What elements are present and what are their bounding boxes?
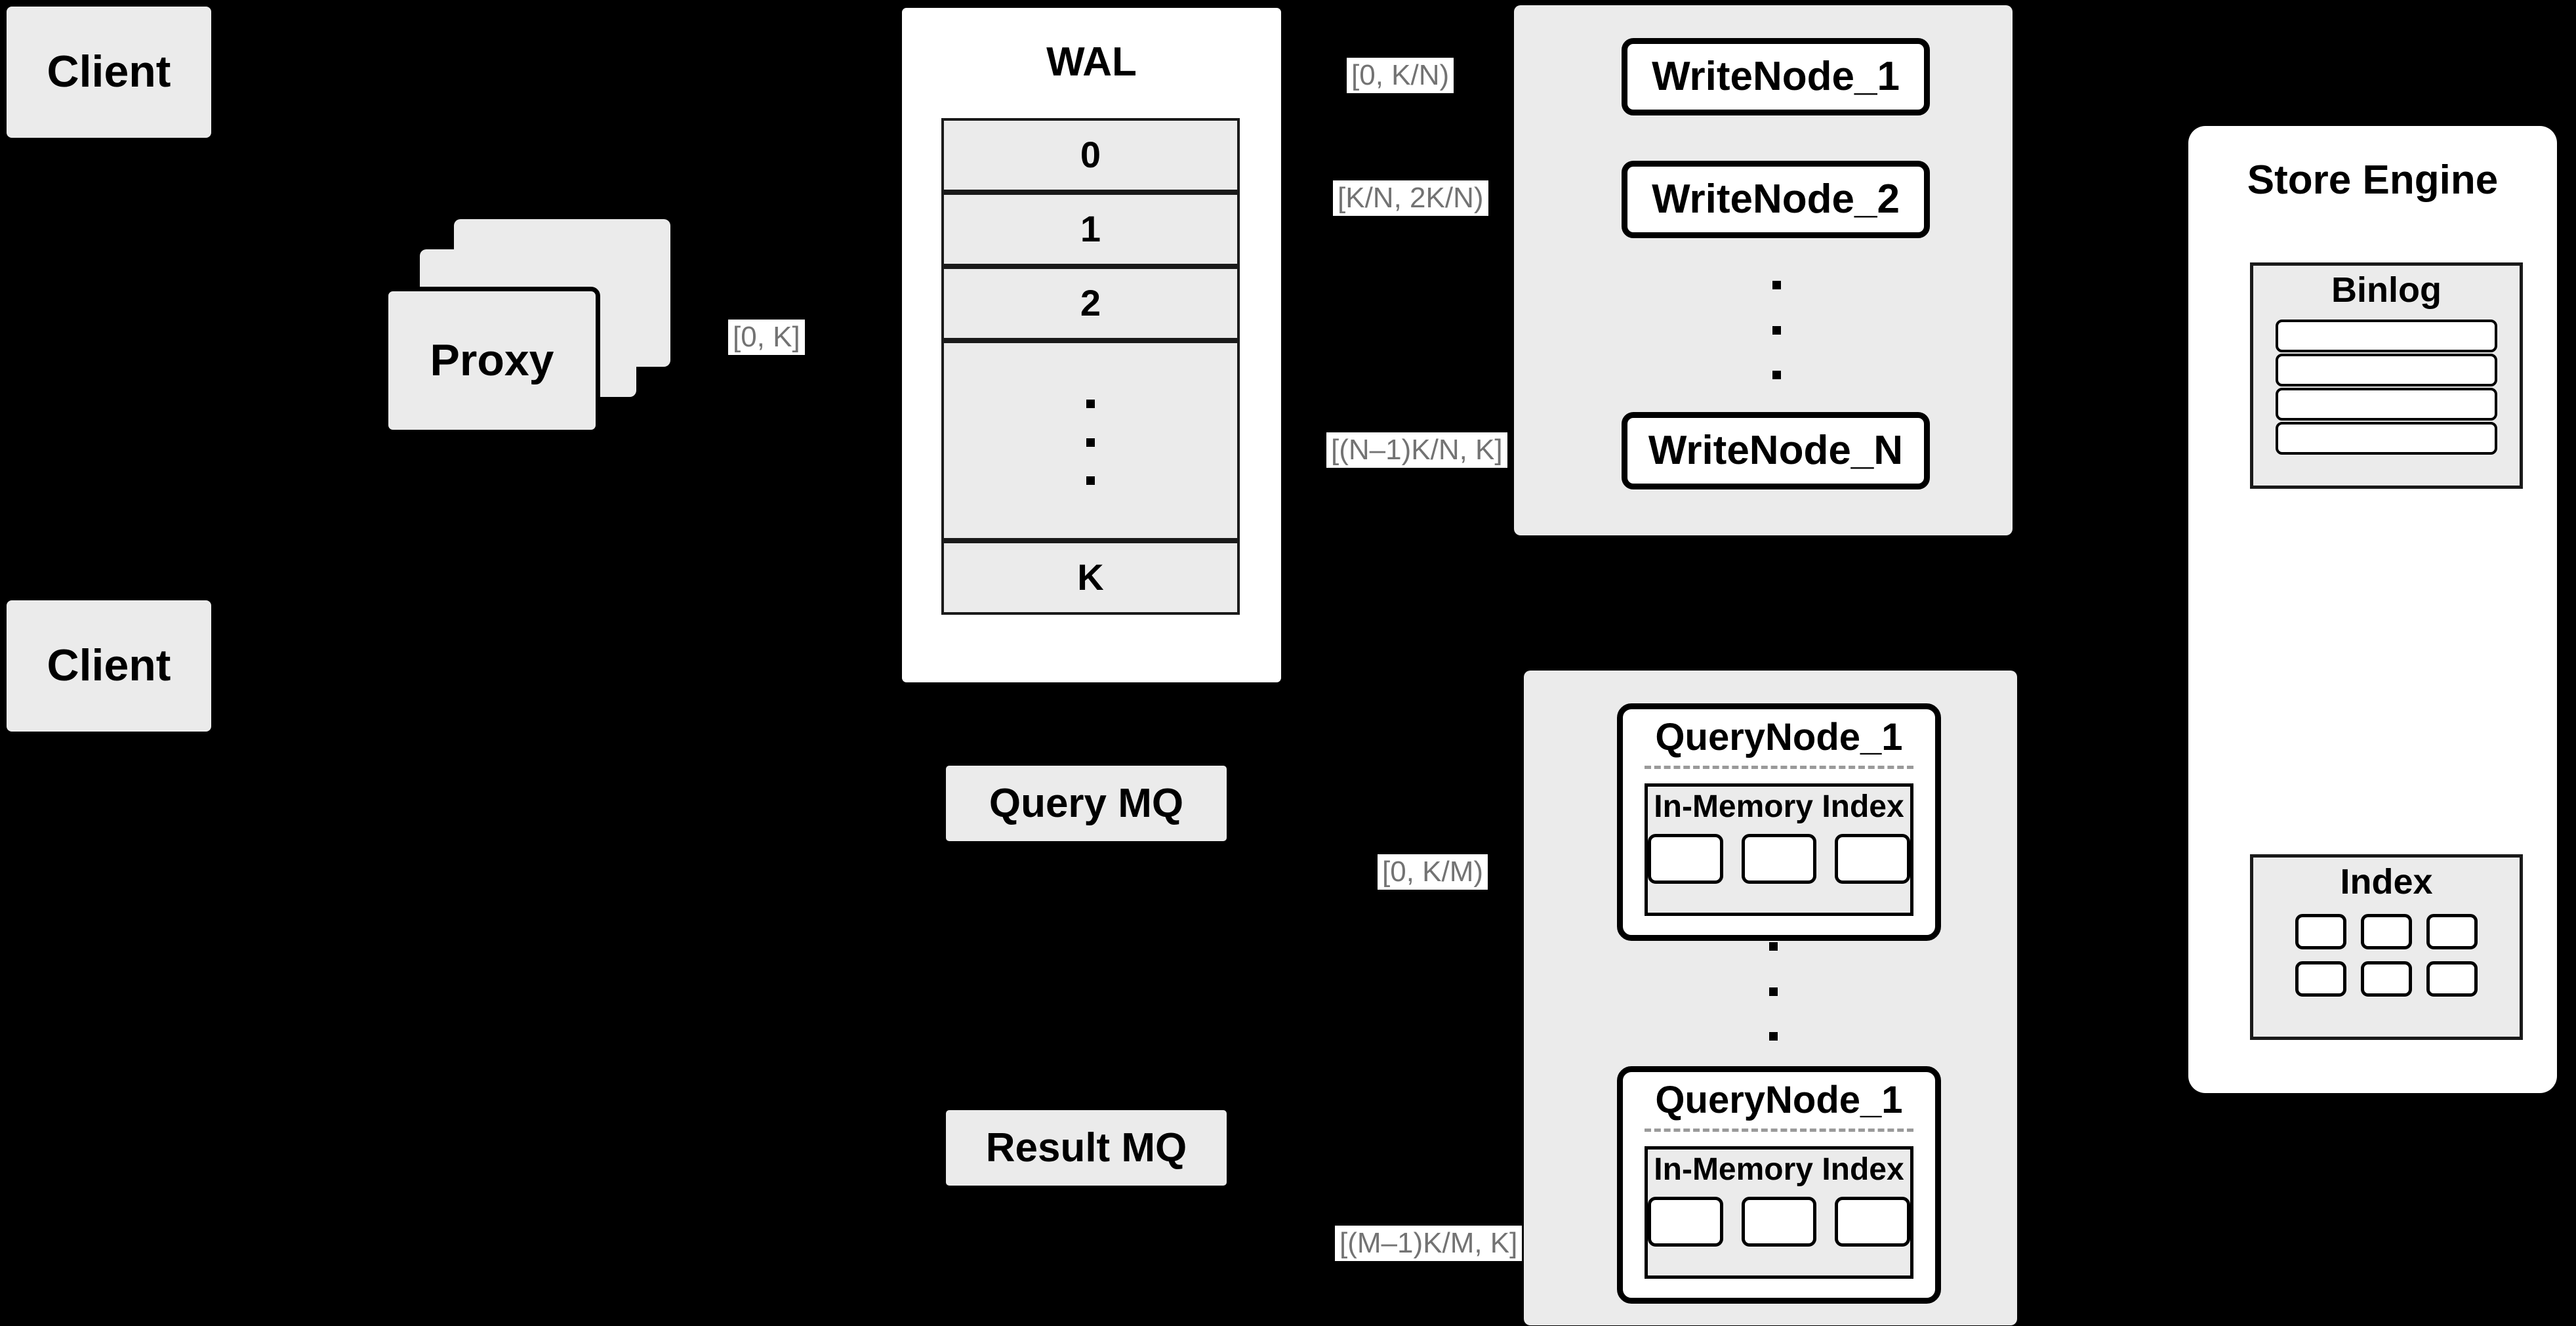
write-node-n[interactable]: WriteNode_N bbox=[1622, 412, 1930, 489]
query-mq-label: Query MQ bbox=[989, 780, 1184, 826]
query-node-m[interactable]: QueryNode_1 In-Memory Index bbox=[1617, 1066, 1941, 1304]
client-box-2[interactable]: Client bbox=[7, 600, 211, 732]
query-node-m-divider bbox=[1645, 1129, 1913, 1132]
index-slot bbox=[1648, 1197, 1723, 1247]
query-node-1-index-slots bbox=[1648, 834, 1911, 884]
index-grid-cell bbox=[2361, 914, 2412, 949]
edge-label-writenode-n: [(N–1)K/N, K] bbox=[1326, 432, 1507, 468]
binlog-row bbox=[2276, 320, 2497, 352]
proxy-label: Proxy bbox=[430, 335, 554, 385]
index-slot bbox=[1835, 1197, 1911, 1247]
client-box-1[interactable]: Client bbox=[7, 7, 211, 138]
index-title: Index bbox=[2340, 861, 2433, 901]
index-grid-cell bbox=[2426, 961, 2478, 997]
store-engine-title: Store Engine bbox=[2247, 157, 2499, 203]
result-mq-label: Result MQ bbox=[985, 1125, 1187, 1171]
binlog-section: Binlog bbox=[2250, 262, 2523, 489]
wal-cell-1: 1 bbox=[941, 192, 1240, 266]
query-node-m-memory-index: In-Memory Index bbox=[1645, 1146, 1913, 1279]
index-grid-cell bbox=[2295, 914, 2346, 949]
write-node-2-label: WriteNode_2 bbox=[1652, 176, 1900, 222]
write-node-2[interactable]: WriteNode_2 bbox=[1622, 161, 1930, 238]
binlog-title: Binlog bbox=[2331, 270, 2442, 310]
wal-cell-ellipsis bbox=[941, 341, 1240, 541]
index-grid-cell bbox=[2295, 961, 2346, 997]
write-cluster-ellipsis-dots bbox=[1767, 281, 1786, 379]
binlog-row bbox=[2276, 388, 2497, 421]
query-cluster-ellipsis-dots bbox=[1763, 942, 1783, 1041]
write-node-n-label: WriteNode_N bbox=[1648, 428, 1904, 474]
index-slot bbox=[1741, 1197, 1817, 1247]
query-node-m-label: QueryNode_1 bbox=[1655, 1078, 1903, 1121]
edge-label-querynode-m: [(M–1)K/M, K] bbox=[1335, 1226, 1523, 1262]
index-section: Index bbox=[2250, 854, 2523, 1040]
edge-label-querynode-1: [0, K/M) bbox=[1378, 854, 1488, 890]
client-label-2: Client bbox=[47, 640, 171, 691]
index-grid bbox=[2253, 914, 2520, 997]
edge-label-writenode-2: [K/N, 2K/N) bbox=[1333, 180, 1488, 217]
index-slot bbox=[1741, 834, 1817, 884]
query-node-m-index-slots bbox=[1648, 1197, 1911, 1247]
write-node-1[interactable]: WriteNode_1 bbox=[1622, 38, 1930, 115]
query-node-1[interactable]: QueryNode_1 In-Memory Index bbox=[1617, 703, 1941, 941]
proxy-box[interactable]: Proxy bbox=[384, 287, 600, 434]
query-node-1-memory-index-title: In-Memory Index bbox=[1654, 789, 1904, 824]
write-node-1-label: WriteNode_1 bbox=[1652, 54, 1900, 100]
binlog-row bbox=[2276, 354, 2497, 386]
wal-cell-k: K bbox=[941, 541, 1240, 615]
query-node-1-divider bbox=[1645, 766, 1913, 769]
wal-title: WAL bbox=[1046, 39, 1137, 85]
index-grid-cell bbox=[2361, 961, 2412, 997]
index-grid-cell bbox=[2426, 914, 2478, 949]
query-node-1-memory-index: In-Memory Index bbox=[1645, 783, 1913, 916]
binlog-rows bbox=[2253, 320, 2520, 455]
query-mq-box[interactable]: Query MQ bbox=[946, 766, 1227, 841]
query-node-1-label: QueryNode_1 bbox=[1655, 715, 1903, 758]
client-label-1: Client bbox=[47, 47, 171, 97]
wal-cell-2: 2 bbox=[941, 266, 1240, 341]
index-slot bbox=[1648, 834, 1723, 884]
result-mq-box[interactable]: Result MQ bbox=[946, 1110, 1227, 1186]
index-slot bbox=[1835, 834, 1911, 884]
edge-label-writenode-1: [0, K/N) bbox=[1347, 58, 1454, 94]
wal-ellipsis-dots bbox=[944, 400, 1237, 485]
wal-cell-0: 0 bbox=[941, 118, 1240, 192]
query-node-m-memory-index-title: In-Memory Index bbox=[1654, 1151, 1904, 1187]
edge-label-proxy-to-wal: [0, K] bbox=[728, 320, 805, 356]
binlog-row bbox=[2276, 422, 2497, 455]
